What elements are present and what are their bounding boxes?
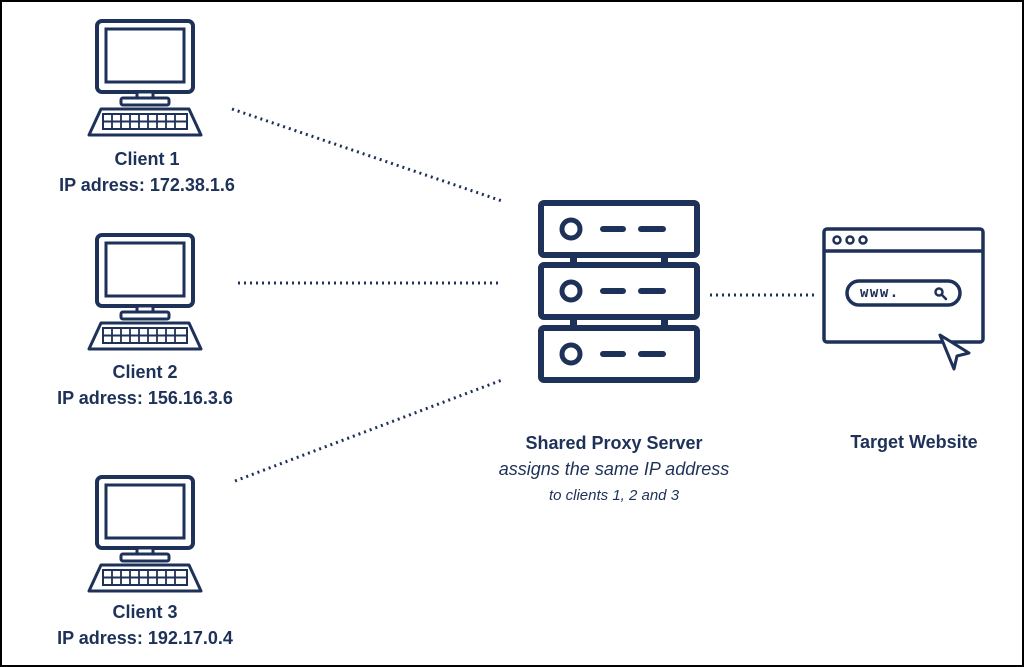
connector-client1-proxy [231, 107, 503, 203]
url-bar-text: www. [860, 285, 900, 301]
client-name: Client 1 [114, 149, 180, 169]
connector-client3-proxy [234, 378, 503, 483]
proxy-description: assigns the same IP address [498, 459, 730, 479]
target-label: Target Website [850, 432, 978, 452]
search-icon [934, 287, 948, 301]
browser-window-icon [822, 227, 985, 371]
client-ip: IP adress: 156.16.3.6 [57, 388, 233, 408]
client-1-label: Client 1 IP adress: 172.38.1.6 [42, 146, 252, 198]
client-3-label: Client 3 IP adress: 192.17.0.4 [40, 599, 250, 651]
computer-icon [87, 475, 203, 593]
server-rack-icon [541, 203, 697, 380]
computer-icon [87, 233, 203, 351]
client-ip: IP adress: 192.17.0.4 [57, 628, 233, 648]
proxy-title: Shared Proxy Server [525, 433, 703, 453]
client-2-label: Client 2 IP adress: 156.16.3.6 [40, 359, 250, 411]
connector-lines [231, 107, 814, 483]
cursor-arrow-icon [938, 333, 971, 371]
proxy-label: Shared Proxy Server assigns the same IP … [464, 430, 764, 510]
client-ip: IP adress: 172.38.1.6 [59, 175, 235, 195]
computer-icon [87, 19, 203, 137]
proxy-description-line2: to clients 1, 2 and 3 [548, 487, 680, 504]
client-name: Client 3 [112, 602, 178, 622]
client-name: Client 2 [112, 362, 178, 382]
